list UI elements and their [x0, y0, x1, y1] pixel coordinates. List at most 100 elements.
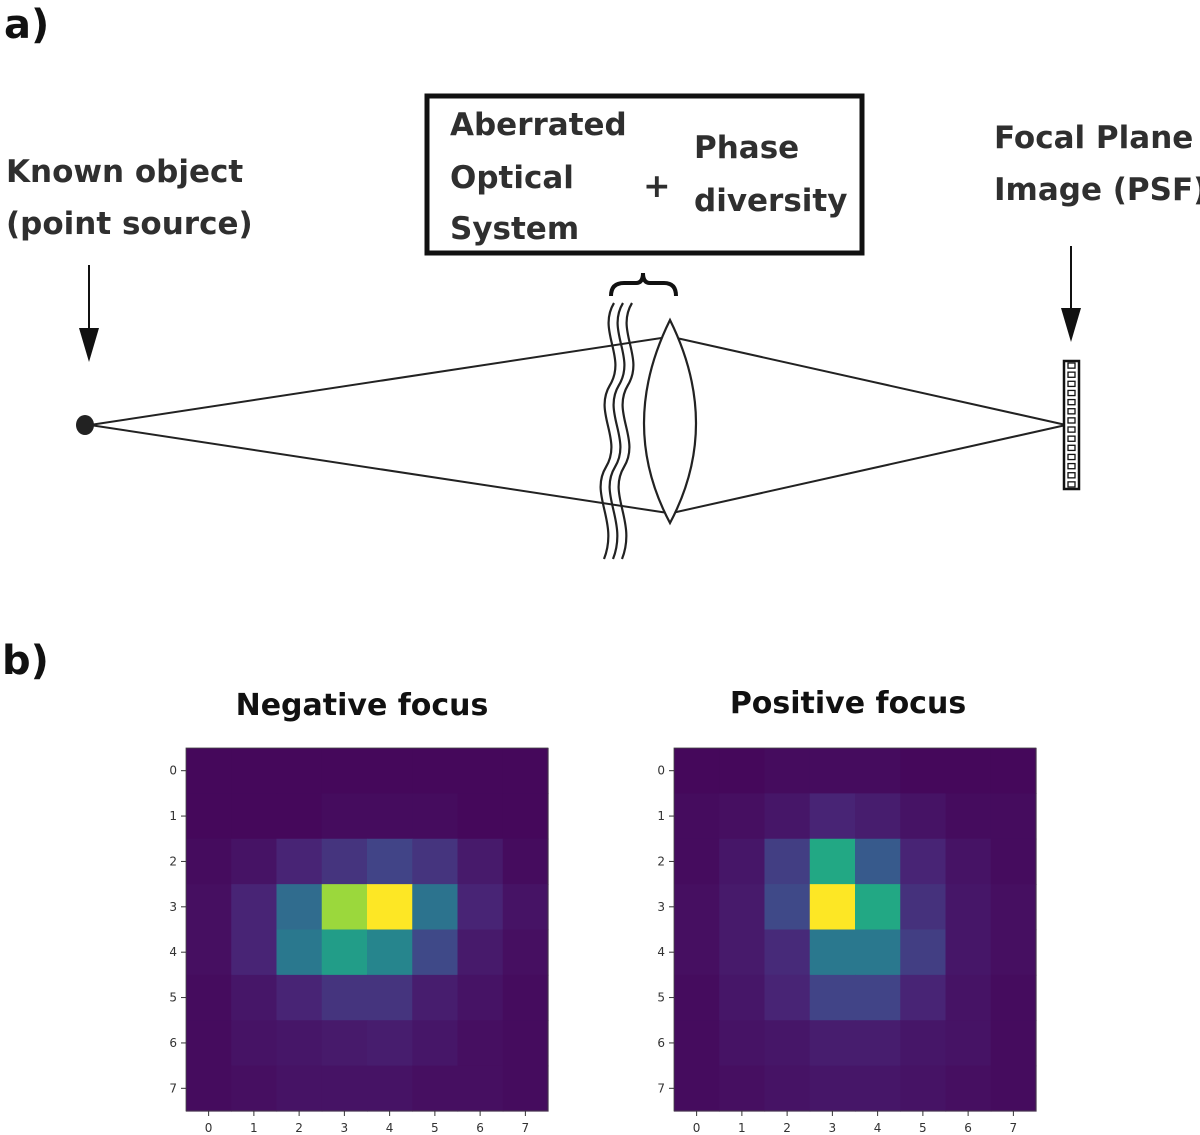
heatmap-cell — [674, 1065, 720, 1112]
heatmap-cell — [674, 748, 720, 794]
heatmap-cell — [321, 974, 368, 1021]
heatmap-cell — [457, 748, 504, 794]
heatmap-cell — [719, 838, 766, 885]
system-box — [424, 93, 865, 256]
ray-lines — [89, 336, 1067, 514]
heatmap-cell — [502, 1020, 549, 1067]
heatmap-cell — [231, 974, 278, 1021]
heatmap-cell — [855, 838, 901, 885]
heatmap-cell — [186, 1065, 232, 1112]
panel-b-label: b) — [2, 638, 49, 684]
heatmap-cell — [764, 1020, 811, 1067]
heatmap-cell — [186, 793, 232, 840]
x-tick-label: 1 — [250, 1121, 258, 1135]
chart-title-positive: Positive focus — [730, 686, 966, 721]
box-right-line2: diversity — [694, 183, 847, 219]
heatmap-cell — [276, 884, 323, 931]
heatmap-cell — [412, 793, 459, 840]
heatmap-cell — [457, 974, 504, 1021]
x-tick-label: 1 — [738, 1121, 746, 1135]
point-source — [76, 415, 94, 435]
heatmap-cell — [719, 884, 766, 931]
heatmap-cell — [900, 748, 947, 794]
box-left-line3: System — [450, 211, 579, 247]
heatmap-cell — [186, 748, 232, 794]
y-tick-label: 6 — [169, 1036, 177, 1050]
x-tick-label: 0 — [693, 1121, 701, 1135]
heatmap-cell — [945, 884, 992, 931]
box-left-line2: Optical — [450, 160, 574, 196]
detector-pixel — [1067, 453, 1076, 461]
box-left-line1: Aberrated — [450, 107, 627, 143]
heatmap-cell — [457, 1020, 504, 1067]
heatmap-cell — [502, 838, 549, 885]
x-tick-label: 4 — [386, 1121, 394, 1135]
heatmap-cell — [855, 793, 901, 840]
source-label-line1: Known object — [6, 154, 243, 190]
heatmap-cell — [457, 884, 504, 931]
y-tick-label: 3 — [657, 900, 665, 914]
x-tick-label: 5 — [431, 1121, 439, 1135]
heatmap-cell — [186, 929, 232, 976]
heatmap-cell — [186, 974, 232, 1021]
heatmap-cell — [231, 838, 278, 885]
y-tick-label: 1 — [169, 809, 177, 823]
heatmap-cell — [674, 838, 720, 885]
heatmap-cell — [321, 748, 368, 794]
detector-pixel — [1067, 398, 1076, 406]
detector-pixel — [1067, 481, 1076, 488]
x-tick-label: 7 — [1010, 1121, 1018, 1135]
heatmap-cell — [321, 1065, 368, 1112]
panel-a-label: a) — [4, 2, 49, 48]
heatmap-cell — [321, 1020, 368, 1067]
heatmap-cell — [367, 884, 413, 931]
heatmap-cell — [719, 1020, 766, 1067]
heatmap-cell — [412, 929, 459, 976]
heatmap-cell — [502, 974, 549, 1021]
heatmap-cell — [719, 748, 766, 794]
x-tick-label: 7 — [522, 1121, 530, 1135]
heatmap-cell — [367, 974, 413, 1021]
detector-pixel — [1067, 389, 1076, 397]
heatmap-cell — [945, 838, 992, 885]
heatmap-cell — [809, 929, 856, 976]
detector-pixel — [1067, 444, 1076, 452]
y-tick-label: 0 — [169, 764, 177, 778]
detector-pixel — [1067, 380, 1076, 388]
source-arrow — [79, 265, 99, 362]
heatmap-cell — [367, 793, 413, 840]
box-plus: + — [643, 166, 671, 205]
heatmap-cell — [502, 748, 549, 794]
heatmap-cell — [276, 1065, 323, 1112]
heatmap-cell — [276, 838, 323, 885]
detector-pixel — [1067, 426, 1076, 433]
heatmap-cell — [674, 1020, 720, 1067]
heatmap-cell — [945, 929, 992, 976]
heatmap-cell — [855, 1065, 901, 1112]
heatmap-cell — [809, 1020, 856, 1067]
heatmap-cell — [764, 884, 811, 931]
heatmap-cell — [412, 838, 459, 885]
heatmap-cell — [990, 1065, 1037, 1112]
heatmap-cell — [502, 793, 549, 840]
heatmap-cell — [855, 929, 901, 976]
heatmap-cell — [412, 748, 459, 794]
detector-pixel — [1067, 435, 1076, 442]
heatmap-cell — [412, 884, 459, 931]
heatmap-cell — [186, 838, 232, 885]
heatmap-cell — [231, 929, 278, 976]
detector-arrow — [1061, 246, 1081, 342]
heatmap-cell — [231, 748, 278, 794]
y-tick-label: 2 — [657, 854, 665, 868]
heatmap-cell — [502, 929, 549, 976]
y-tick-label: 0 — [657, 764, 665, 778]
y-tick-label: 4 — [657, 945, 665, 959]
heatmap-cell — [231, 1065, 278, 1112]
heatmap-cell — [674, 929, 720, 976]
heatmap-cell — [186, 884, 232, 931]
heatmap-cell — [719, 1065, 766, 1112]
heatmap-cell — [502, 1065, 549, 1112]
heatmap-cell — [412, 1020, 459, 1067]
heatmap-cell — [809, 748, 856, 794]
